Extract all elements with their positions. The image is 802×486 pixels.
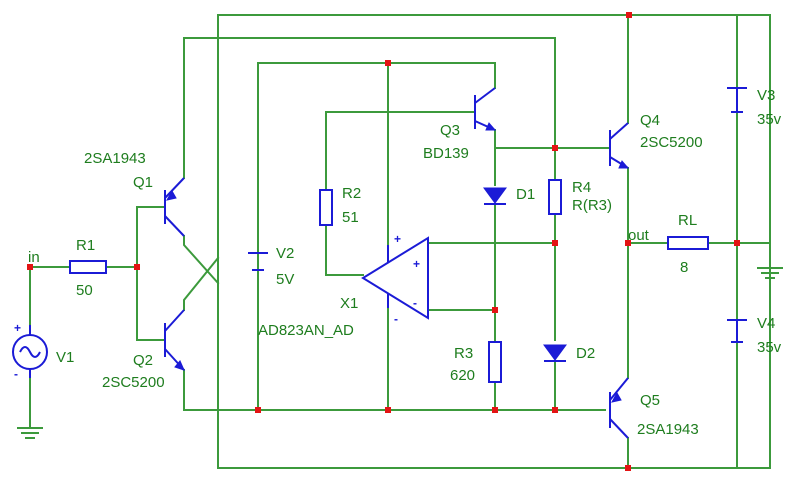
- wire-outer-top: [217, 14, 771, 469]
- r4-resistor: [548, 179, 562, 215]
- node-dot: [552, 240, 558, 246]
- labels: in R1 50 V1 2SA1943 Q1 Q2 2SC5200 V2 5V …: [14, 87, 782, 438]
- node-dot: [255, 407, 261, 413]
- r2-value: 51: [342, 209, 359, 226]
- v2-name: V2: [276, 245, 294, 262]
- q2-model: 2SC5200: [102, 374, 165, 391]
- wire-r2-top: [325, 111, 476, 191]
- q2-transistor: [164, 309, 185, 371]
- net-label-in: in: [28, 249, 40, 266]
- v4-name: V4: [757, 315, 775, 332]
- r2-resistor: [319, 189, 333, 226]
- node-dot: [552, 407, 558, 413]
- x1-model: AD823AN_AD: [258, 322, 354, 339]
- v3-battery: [727, 87, 747, 113]
- q2-name: Q2: [133, 352, 153, 369]
- v3-value: 35v: [757, 111, 782, 128]
- x1-inverting-sign: -: [413, 296, 417, 310]
- q3-model: BD139: [423, 145, 469, 162]
- d1-name: D1: [516, 186, 535, 203]
- net-label-out: out: [628, 227, 650, 244]
- node-dot: [552, 145, 558, 151]
- v2-value: 5V: [276, 271, 294, 288]
- q4-transistor: [609, 122, 630, 169]
- q1-transistor: [164, 177, 185, 237]
- x1-opamp: [361, 236, 429, 320]
- node-dot: [626, 12, 632, 18]
- r3-name: R3: [454, 345, 473, 362]
- wires: [17, 14, 783, 469]
- wire-second-loop: [183, 37, 556, 149]
- d2-diode: [543, 344, 567, 362]
- junction-dots: [27, 12, 740, 471]
- v4-value: 35v: [757, 339, 782, 356]
- v1-plus-sign: +: [14, 321, 21, 335]
- q3-name: Q3: [440, 122, 460, 139]
- q4-model: 2SC5200: [640, 134, 703, 151]
- node-dot: [625, 465, 631, 471]
- v1-name: V1: [56, 349, 74, 366]
- d1-diode: [483, 187, 507, 205]
- v4-battery: [727, 319, 747, 343]
- r1-name: R1: [76, 237, 95, 254]
- r3-resistor: [488, 341, 502, 383]
- x1-noninverting-sign: +: [413, 257, 420, 271]
- node-dot: [134, 264, 140, 270]
- q1-name: Q1: [133, 174, 153, 191]
- rl-resistor: [667, 236, 709, 250]
- node-dot: [492, 407, 498, 413]
- q4-name: Q4: [640, 112, 660, 129]
- node-dot: [385, 407, 391, 413]
- node-dot: [625, 240, 631, 246]
- x1-vplus-sign: +: [394, 232, 401, 246]
- q5-model: 2SA1943: [637, 421, 699, 438]
- r2-name: R2: [342, 185, 361, 202]
- node-dot: [492, 307, 498, 313]
- v2-battery: [248, 252, 268, 271]
- rl-name: RL: [678, 212, 697, 229]
- r4-name: R4: [572, 179, 591, 196]
- v1-source: [12, 325, 48, 378]
- q3-transistor: [474, 87, 497, 131]
- r3-value: 620: [450, 367, 475, 384]
- r4-value: R(R3): [572, 197, 612, 214]
- x1-vminus-sign: -: [394, 312, 398, 326]
- wire-q2-cross: [183, 256, 220, 311]
- node-dot: [27, 264, 33, 270]
- d2-name: D2: [576, 345, 595, 362]
- node-dot: [734, 240, 740, 246]
- q5-name: Q5: [640, 392, 660, 409]
- v1-minus-sign: -: [14, 367, 18, 381]
- q5-transistor: [609, 377, 629, 439]
- v3-name: V3: [757, 87, 775, 104]
- r1-value: 50: [76, 282, 93, 299]
- wire-q1-cross: [183, 235, 220, 285]
- wire-r2-bottom: [325, 224, 364, 276]
- x1-name: X1: [340, 295, 358, 312]
- rl-value: 8: [680, 259, 688, 276]
- r1-resistor: [69, 260, 107, 274]
- node-dot: [385, 60, 391, 66]
- q1-model: 2SA1943: [84, 150, 146, 167]
